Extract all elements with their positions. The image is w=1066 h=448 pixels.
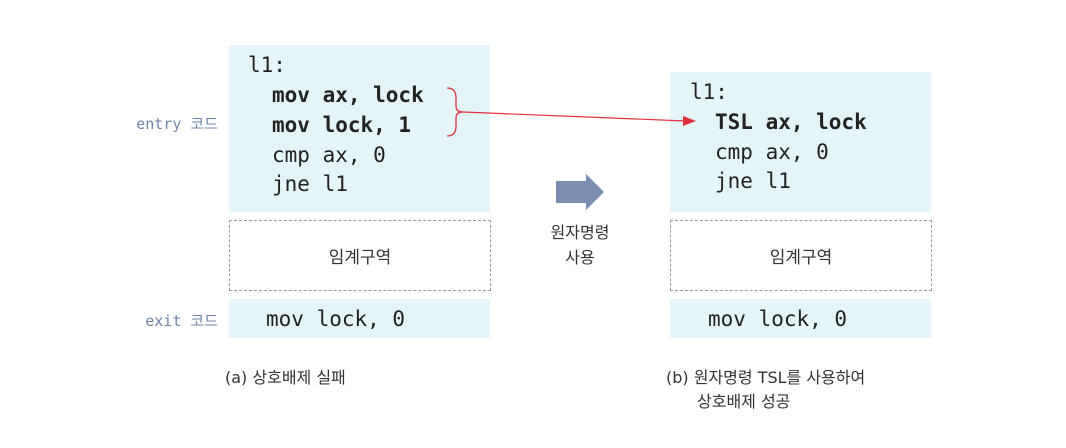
brace-icon [446,87,464,137]
right-critical-section: 임계구역 [670,220,932,291]
pointer-line [462,111,687,122]
left-entry-code-box [229,45,490,212]
caption-b-line2: 상호배제 성공 [697,392,791,411]
left-code-line: mov lock, 1 [272,113,412,137]
left-code-label: l1: [248,53,286,77]
right-exit-code-box [670,299,931,338]
entry-code-label: entry 코드 [136,115,218,133]
caption-a: (a) 상호배제 실패 [225,368,346,387]
critical-label: 임계구역 [769,248,833,268]
left-exit-code: mov lock, 0 [266,307,406,331]
critical-label: 임계구역 [328,248,392,268]
right-code-line: TSL ax, lock [715,110,867,134]
left-code-line: jne l1 [272,172,348,196]
middle-label-line2: 사용 [565,248,595,267]
middle-label-line1: 원자명령 [550,223,610,242]
left-exit-code-box [229,299,490,338]
left-critical-section: 임계구역 [229,220,491,291]
right-code-label: l1: [690,80,728,104]
left-code-line: cmp ax, 0 [272,143,386,167]
exit-code-label: exit 코드 [145,312,218,330]
block-arrow-icon [556,174,604,210]
pointer-arrowhead-icon [683,116,696,126]
right-code-line: cmp ax, 0 [715,140,829,164]
right-exit-code: mov lock, 0 [708,307,848,331]
caption-b-line1: (b) 원자명령 TSL를 사용하여 [666,368,866,387]
right-entry-code-box [670,72,931,212]
right-code-line: jne l1 [715,169,791,193]
left-code-line: mov ax, lock [272,83,424,107]
